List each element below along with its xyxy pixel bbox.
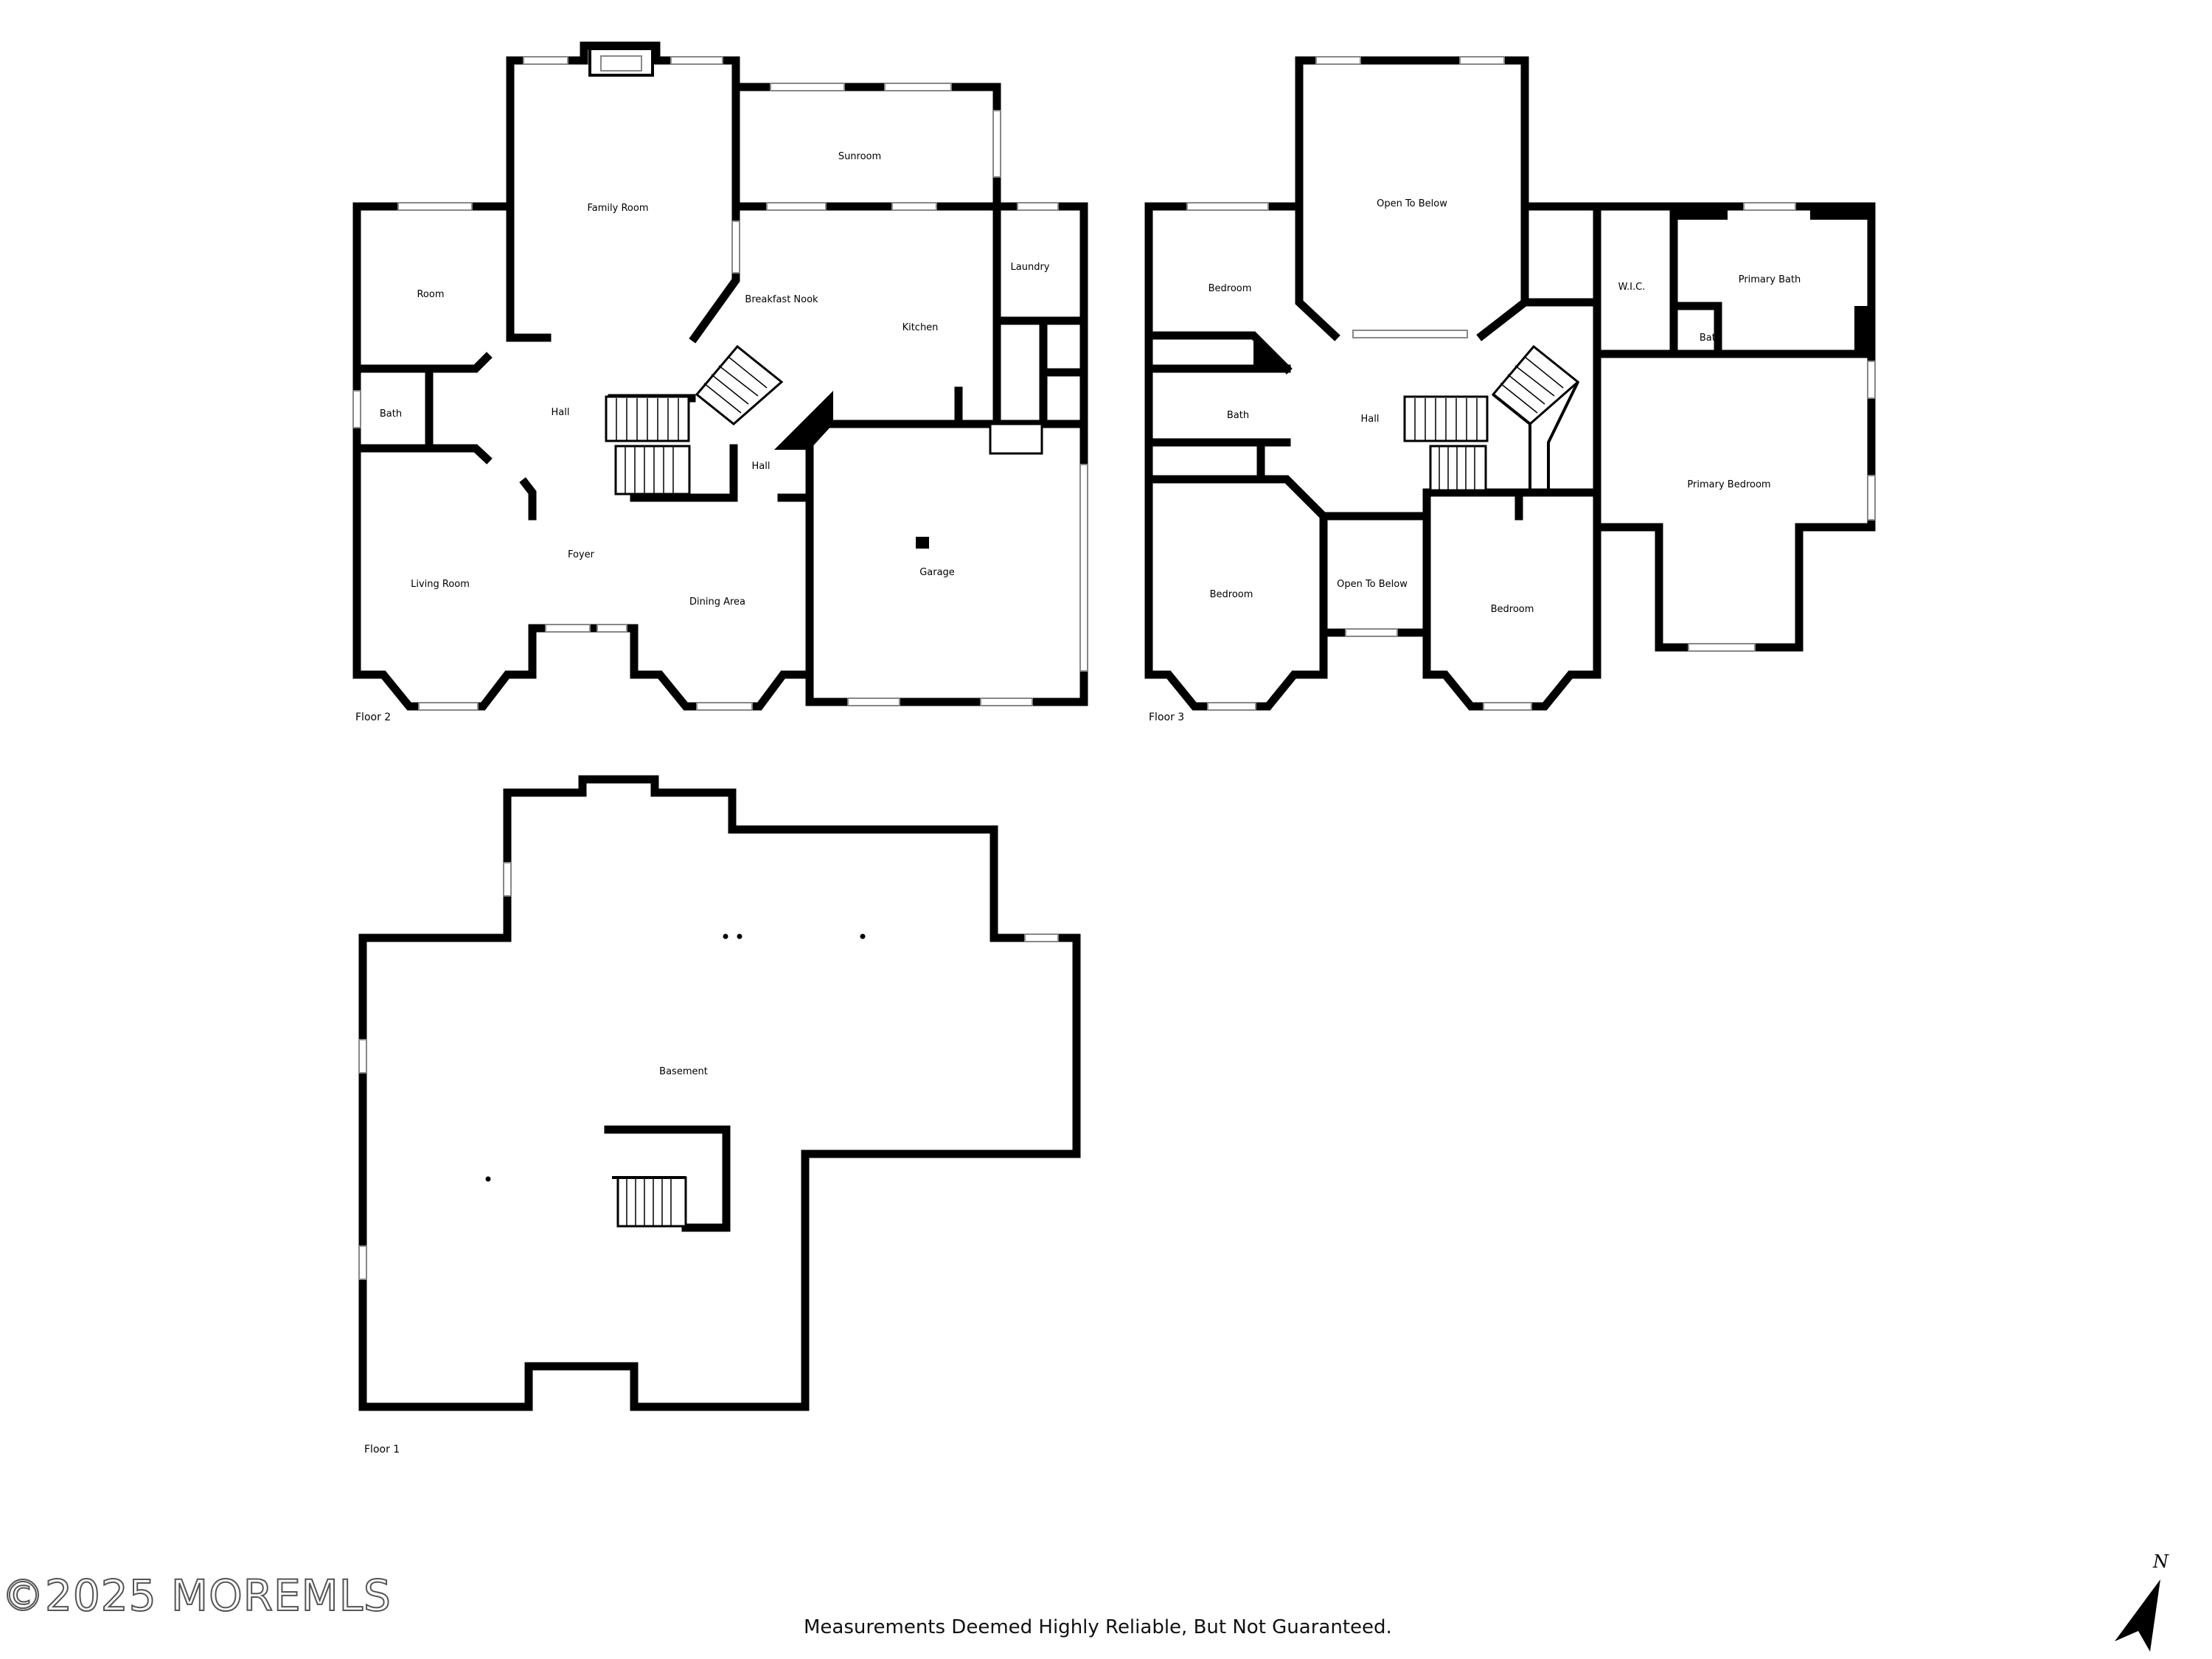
- room-label-bedroom-s: Bedroom: [1491, 604, 1534, 615]
- disclaimer-text: Measurements Deemed Highly Reliable, But…: [804, 1616, 1392, 1638]
- garage-corner-wedge: [774, 391, 833, 450]
- room-label-family-room: Family Room: [588, 203, 649, 214]
- garage-post: [916, 537, 929, 549]
- north-label: N: [2153, 1551, 2168, 1572]
- window: [670, 56, 723, 65]
- window: [503, 862, 512, 897]
- window: [597, 624, 627, 633]
- window: [1867, 475, 1876, 521]
- window: [992, 110, 1001, 178]
- room-label-foyer: Foyer: [568, 549, 595, 560]
- room-label-bath: Bath: [1227, 410, 1249, 421]
- support-post: [860, 933, 866, 939]
- window: [884, 83, 952, 91]
- room-label-sunroom: Sunroom: [838, 151, 881, 162]
- support-post: [485, 1176, 491, 1182]
- window: [1207, 702, 1256, 711]
- window: [358, 1039, 367, 1074]
- primary-bath-fixture: [1810, 204, 1869, 220]
- north-arrow-icon: [2115, 1579, 2160, 1652]
- room-label-breakfast-nook: Breakfast Nook: [745, 294, 818, 305]
- window: [523, 56, 568, 65]
- window: [1186, 202, 1269, 211]
- room-label-garage: Garage: [919, 567, 955, 578]
- primary-bath-fixture: [1854, 306, 1869, 350]
- window: [1743, 202, 1796, 211]
- floor-2-label: Floor 2: [355, 712, 391, 723]
- window: [418, 702, 479, 711]
- room-label-bath: Bath: [380, 408, 402, 420]
- window: [770, 83, 845, 91]
- window: [1483, 702, 1532, 711]
- corner-fill: [1253, 338, 1287, 369]
- window: [1345, 628, 1398, 637]
- floor-3-staircase: [1403, 344, 1580, 493]
- room-label-hall: Hall: [552, 407, 570, 418]
- window: [891, 202, 937, 211]
- support-post: [737, 933, 742, 939]
- window: [1024, 933, 1059, 942]
- room-label-hall-side: Hall: [752, 461, 771, 472]
- window: [1017, 202, 1059, 211]
- window: [1688, 643, 1756, 652]
- floor-1-staircase: [612, 1176, 687, 1228]
- floor-1-label: Floor 1: [364, 1444, 400, 1455]
- basement-stair-wall: [604, 1125, 731, 1232]
- room-label-primary-bedroom: Primary Bedroom: [1687, 479, 1770, 490]
- room-label-primary-bath: Primary Bath: [1739, 274, 1801, 285]
- room-label-open-to-below-mid: Open To Below: [1337, 579, 1408, 590]
- window: [352, 390, 361, 428]
- window: [1352, 330, 1468, 338]
- room-label-kitchen: Kitchen: [902, 322, 939, 333]
- room-label-room: Room: [417, 289, 444, 300]
- window: [1079, 464, 1088, 672]
- floor-1-plan: Basement Floor 1: [358, 775, 1081, 1455]
- window: [847, 698, 900, 706]
- watermark-logo-text: ©2025 MOREMLS: [1, 1570, 392, 1621]
- window: [545, 624, 591, 633]
- floor-3-interior-walls: [1144, 202, 1876, 679]
- room-label-wic: W.I.C.: [1618, 282, 1646, 293]
- window: [766, 202, 827, 211]
- primary-bath-fixture: [1672, 204, 1728, 220]
- room-label-living-room: Living Room: [411, 579, 470, 590]
- window: [696, 702, 753, 711]
- window: [1867, 361, 1876, 399]
- window: [397, 202, 473, 211]
- window: [1459, 56, 1505, 65]
- room-label-bedroom-nw: Bedroom: [1208, 283, 1252, 294]
- floor-3-label: Floor 3: [1149, 712, 1184, 723]
- window: [358, 1245, 367, 1280]
- room-label-bedroom-sw: Bedroom: [1210, 589, 1253, 600]
- room-label-dining-area: Dining Area: [689, 597, 745, 608]
- room-label-bath-small: Bath: [1700, 333, 1722, 344]
- floor-3-plan: Open To Below Bedroom W.I.C. Primary Bat…: [1144, 56, 1876, 723]
- window: [731, 220, 740, 274]
- window: [980, 698, 1033, 706]
- room-label-open-to-below-top: Open To Below: [1377, 198, 1447, 209]
- window: [1315, 56, 1361, 65]
- floor-2-staircase: [605, 344, 1043, 495]
- floor-3-outer-wall: [1144, 56, 1876, 711]
- room-label-laundry: Laundry: [1011, 262, 1050, 273]
- room-label-hall: Hall: [1361, 414, 1380, 425]
- floor-2-plan: Family Room Sunroom Room Breakfast Nook …: [352, 41, 1088, 723]
- floor-1-outer-wall: [358, 775, 1081, 1411]
- room-label-basement: Basement: [659, 1066, 708, 1077]
- floor-2-interior-walls: [352, 83, 1088, 706]
- support-post: [723, 933, 728, 939]
